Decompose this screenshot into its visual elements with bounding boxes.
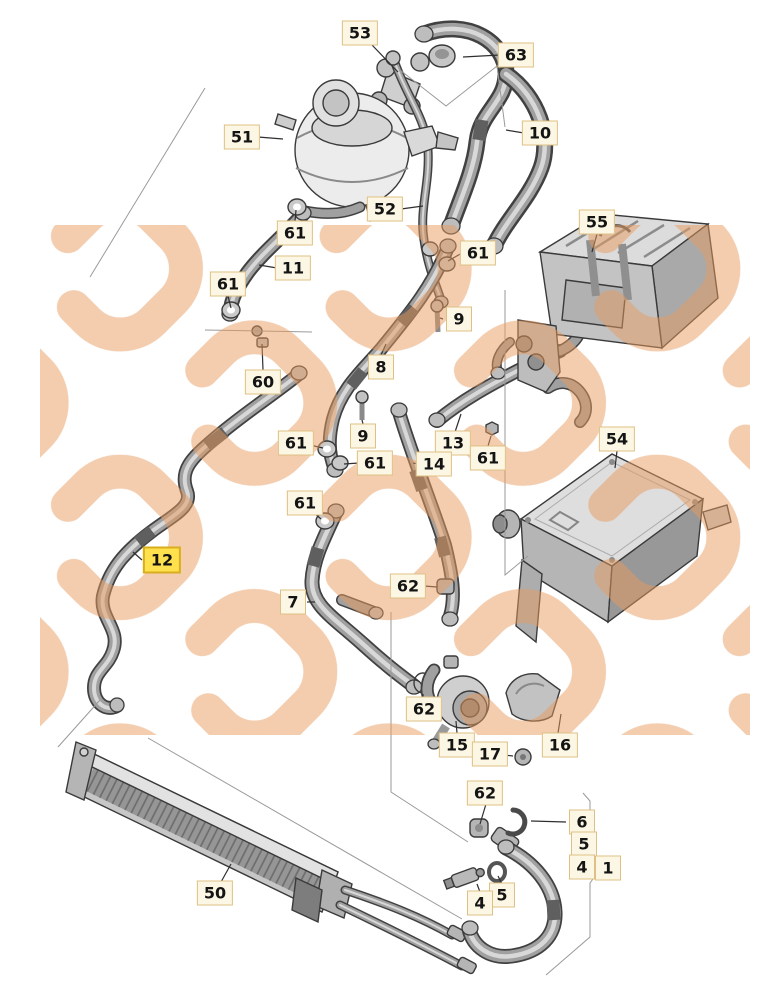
retaining-clip-6 (505, 807, 528, 837)
part-label-61: 61 (286, 490, 324, 516)
part-label-61: 61 (277, 430, 315, 456)
bleeder-valve-4 (442, 867, 485, 890)
part-label-10: 10 (521, 120, 559, 146)
part-label-62: 62 (389, 573, 427, 599)
leader-line (400, 205, 424, 210)
part-label-60: 60 (244, 369, 282, 395)
leader-line (257, 136, 284, 140)
part-label-17: 17 (471, 741, 509, 767)
part-label-61: 61 (356, 450, 394, 476)
part-label-14: 14 (415, 451, 453, 477)
o-ring-5 (487, 861, 507, 883)
part-label-63: 63 (497, 42, 535, 68)
reference-line (147, 737, 463, 920)
part-label-5: 5 (489, 882, 515, 908)
lower-hose-assembly-1 (442, 807, 555, 956)
part-label-11: 11 (274, 255, 312, 281)
part-label-8: 8 (368, 354, 394, 380)
part-label-61: 61 (209, 271, 247, 297)
part-label-53: 53 (341, 20, 379, 46)
part-label-4: 4 (467, 890, 493, 916)
leader-line (371, 44, 399, 73)
part-label-4: 4 (569, 854, 595, 880)
part-label-12: 12 (142, 546, 182, 574)
leader-line (294, 209, 297, 222)
part-label-61: 61 (469, 445, 507, 471)
part-label-5: 5 (571, 831, 597, 857)
bolt-17 (514, 748, 532, 766)
part-label-6: 6 (569, 809, 595, 835)
part-label-61: 61 (459, 240, 497, 266)
part-label-55: 55 (578, 209, 616, 235)
part-label-9: 9 (350, 423, 376, 449)
cap-63 (428, 44, 456, 68)
part-label-50: 50 (196, 880, 234, 906)
leader-line (220, 863, 232, 883)
part-label-61: 61 (276, 220, 314, 246)
part-label-15: 15 (438, 732, 476, 758)
part-label-13: 13 (434, 430, 472, 456)
leader-line (530, 820, 567, 823)
part-label-52: 52 (366, 196, 404, 222)
watermark-pattern-rect (40, 225, 750, 735)
part-label-9: 9 (446, 306, 472, 332)
part-label-1: 1 (595, 855, 621, 881)
part-label-7: 7 (280, 589, 306, 615)
part-label-16: 16 (541, 732, 579, 758)
reference-line (399, 65, 506, 128)
leader-line (462, 54, 501, 58)
part-label-51: 51 (223, 124, 261, 150)
radiator-50 (65, 741, 477, 975)
part-label-62: 62 (405, 696, 443, 722)
part-label-54: 54 (598, 426, 636, 452)
leader-line (505, 129, 525, 134)
part-label-62: 62 (466, 780, 504, 806)
leader-line (479, 803, 487, 825)
